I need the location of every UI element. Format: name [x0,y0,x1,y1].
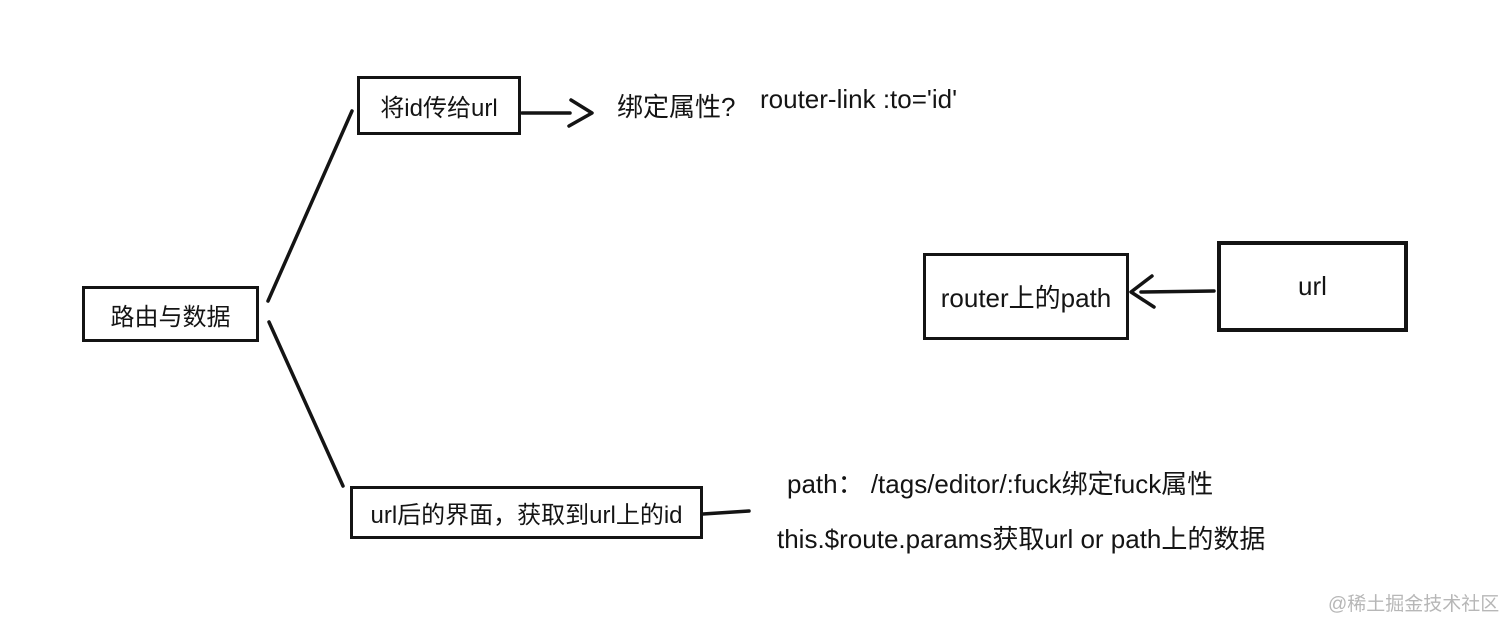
arrow-url-head [1129,274,1156,309]
node-routing-and-data: 路由与数据 [82,286,259,342]
connector-root-to-pass-id [266,109,354,303]
watermark-juejin: @稀土掘金技术社区 [1328,594,1500,615]
node-routing-and-data-label: 路由与数据 [110,303,231,331]
node-url-label: url [1298,271,1327,301]
node-pass-id-to-url: 将id传给url [357,76,521,135]
annotation-route-params: this.$route.params获取url or path上的数据 [777,524,1266,554]
annotation-router-link-code: router-link :to='id' [760,84,958,114]
arrow-pass-id-head [567,98,594,128]
node-url-page-get-id: url后的界面，获取到url上的id [350,486,703,539]
node-router-path: router上的path [923,253,1129,340]
node-url-page-get-id-label: url后的界面，获取到url上的id [370,502,683,529]
connector-root-to-url-page [267,320,345,488]
annotation-bind-attribute-question: 绑定属性? [617,92,736,122]
annotation-path-binding: path： /tags/editor/:fuck绑定fuck属性 [787,469,1214,499]
connector-url-page-tick [701,509,751,516]
arrow-url-shaft [1139,289,1216,294]
node-router-path-label: router上的path [940,283,1112,313]
node-url: url [1217,241,1408,332]
node-pass-id-to-url-label: 将id传给url [380,95,498,122]
